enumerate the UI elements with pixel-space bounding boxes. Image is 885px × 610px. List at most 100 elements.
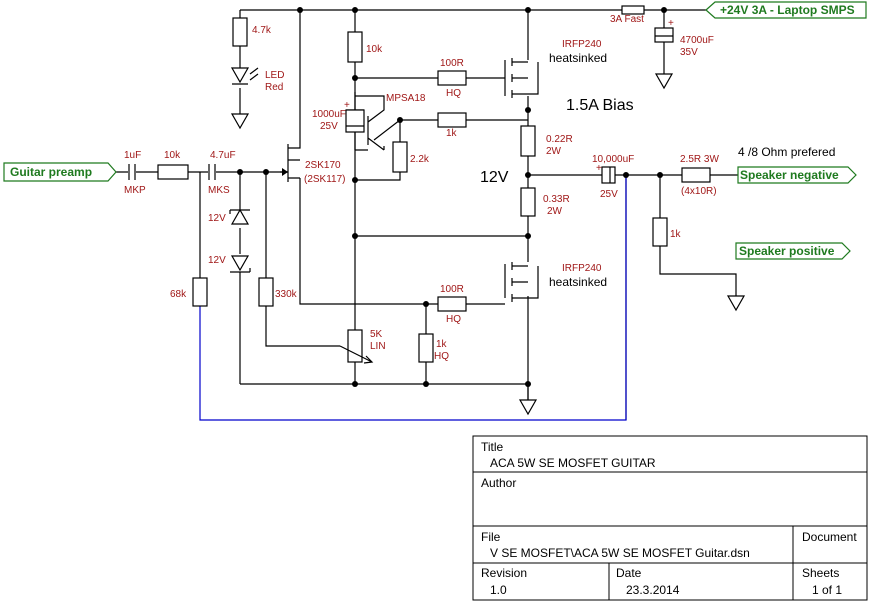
svg-text:Date: Date bbox=[616, 566, 642, 580]
svg-text:HQ: HQ bbox=[434, 351, 449, 362]
resistor-68k bbox=[192, 277, 208, 307]
svg-text:330k: 330k bbox=[275, 289, 298, 300]
port-input: Guitar preamp bbox=[3, 162, 117, 182]
svg-text:(4x10R): (4x10R) bbox=[681, 186, 717, 197]
resistor-0-22r bbox=[520, 125, 536, 157]
svg-text:LED: LED bbox=[265, 70, 284, 81]
svg-text:1k: 1k bbox=[670, 229, 682, 240]
svg-text:100R: 100R bbox=[440, 284, 464, 295]
svg-text:MKS: MKS bbox=[208, 185, 230, 196]
wires bbox=[115, 9, 738, 420]
resistor-2-2k bbox=[392, 141, 408, 173]
capacitors: + + + bbox=[128, 18, 674, 184]
svg-text:4 /8 Ohm prefered: 4 /8 Ohm prefered bbox=[738, 145, 835, 159]
svg-text:12V: 12V bbox=[208, 255, 226, 266]
svg-text:Author: Author bbox=[481, 476, 516, 490]
junction-dots bbox=[237, 7, 667, 387]
svg-text:1k: 1k bbox=[436, 339, 448, 350]
svg-text:Revision: Revision bbox=[481, 566, 527, 580]
port-speaker-negative: Speaker negative bbox=[737, 166, 857, 184]
resistor-2-5r bbox=[681, 167, 711, 183]
cap-4-7uf bbox=[208, 164, 216, 180]
resistor-4-7k bbox=[232, 17, 248, 47]
component-labels: 1uF MKP 10k 4.7uF MKS 12V 12V 68k 330k 2… bbox=[124, 14, 835, 362]
svg-text:Speaker positive: Speaker positive bbox=[739, 244, 835, 258]
svg-text:IRFP240: IRFP240 bbox=[562, 39, 602, 50]
svg-text:25V: 25V bbox=[600, 189, 618, 200]
svg-text:0.33R: 0.33R bbox=[543, 194, 570, 205]
svg-text:10k: 10k bbox=[366, 44, 383, 55]
port-supply: +24V 3A - Laptop SMPS bbox=[705, 1, 867, 19]
svg-text:1.0: 1.0 bbox=[490, 583, 507, 597]
svg-text:Document: Document bbox=[802, 530, 857, 544]
svg-text:1 of 1: 1 of 1 bbox=[812, 583, 842, 597]
svg-text:+: + bbox=[596, 163, 602, 174]
svg-text:+: + bbox=[668, 18, 674, 29]
svg-text:2SK170: 2SK170 bbox=[305, 160, 341, 171]
svg-text:5K: 5K bbox=[370, 329, 383, 340]
mosfet-bottom bbox=[504, 262, 539, 302]
fuse bbox=[621, 5, 645, 15]
resistor-330k bbox=[258, 277, 274, 307]
svg-text:+: + bbox=[344, 100, 350, 111]
resistor-100r-bottom bbox=[437, 296, 467, 312]
resistors bbox=[157, 17, 711, 363]
svg-text:Sheets: Sheets bbox=[802, 566, 839, 580]
ground-symbols bbox=[230, 73, 746, 416]
feedback-wire bbox=[199, 175, 627, 421]
svg-text:Guitar preamp: Guitar preamp bbox=[10, 165, 92, 179]
svg-text:1uF: 1uF bbox=[124, 150, 141, 161]
svg-text:HQ: HQ bbox=[446, 314, 461, 325]
svg-text:2.2k: 2.2k bbox=[410, 154, 430, 165]
svg-text:2W: 2W bbox=[547, 206, 563, 217]
svg-text:MKP: MKP bbox=[124, 185, 146, 196]
svg-text:ACA 5W SE MOSFET GUITAR: ACA 5W SE MOSFET GUITAR bbox=[490, 456, 656, 470]
svg-text:35V: 35V bbox=[680, 47, 698, 58]
resistor-100r-top bbox=[437, 70, 467, 86]
resistor-1k-hq bbox=[418, 333, 434, 363]
svg-text:heatsinked: heatsinked bbox=[549, 51, 607, 65]
svg-text:68k: 68k bbox=[170, 289, 187, 300]
svg-text:4700uF: 4700uF bbox=[680, 35, 714, 46]
potentiometer-5k bbox=[339, 329, 374, 364]
svg-text:(2SK117): (2SK117) bbox=[304, 174, 346, 185]
svg-text:Speaker negative: Speaker negative bbox=[740, 168, 839, 182]
mosfet-top bbox=[504, 58, 539, 98]
port-speaker-positive: Speaker positive bbox=[735, 242, 851, 260]
svg-text:4.7k: 4.7k bbox=[252, 25, 272, 36]
svg-text:10,000uF: 10,000uF bbox=[592, 154, 634, 165]
svg-text:LIN: LIN bbox=[370, 341, 386, 352]
svg-text:heatsinked: heatsinked bbox=[549, 275, 607, 289]
resistor-0-33r bbox=[520, 187, 536, 217]
svg-text:3A Fast: 3A Fast bbox=[610, 14, 644, 25]
resistor-10k-top bbox=[347, 31, 363, 63]
svg-text:23.3.2014: 23.3.2014 bbox=[626, 583, 680, 597]
svg-text:File: File bbox=[481, 530, 501, 544]
diodes bbox=[229, 67, 259, 273]
svg-text:IRFP240: IRFP240 bbox=[562, 263, 602, 274]
resistor-1k-mid bbox=[437, 112, 467, 128]
svg-text:2.5R 3W: 2.5R 3W bbox=[680, 154, 719, 165]
resistor-10k-in bbox=[157, 164, 189, 180]
svg-text:100R: 100R bbox=[440, 58, 464, 69]
resistor-1k-out bbox=[652, 217, 668, 247]
svg-text:Title: Title bbox=[481, 440, 504, 454]
svg-text:1.5A Bias: 1.5A Bias bbox=[566, 97, 634, 114]
jfet bbox=[280, 144, 300, 182]
svg-text:12V: 12V bbox=[208, 213, 226, 224]
svg-text:1k: 1k bbox=[446, 128, 458, 139]
svg-text:Red: Red bbox=[265, 82, 283, 93]
svg-text:0.22R: 0.22R bbox=[546, 134, 573, 145]
svg-text:+24V 3A - Laptop SMPS: +24V 3A - Laptop SMPS bbox=[720, 3, 855, 17]
svg-text:V SE MOSFET\ACA 5W SE MOSFET G: V SE MOSFET\ACA 5W SE MOSFET Guitar.dsn bbox=[490, 546, 750, 560]
svg-text:4.7uF: 4.7uF bbox=[210, 150, 236, 161]
svg-text:25V: 25V bbox=[320, 121, 338, 132]
svg-text:10k: 10k bbox=[164, 150, 181, 161]
title-block: Title ACA 5W SE MOSFET GUITAR Author Fil… bbox=[472, 435, 868, 601]
svg-text:1000uF: 1000uF bbox=[312, 109, 346, 120]
svg-text:2W: 2W bbox=[546, 146, 562, 157]
svg-text:HQ: HQ bbox=[446, 88, 461, 99]
svg-text:MPSA18: MPSA18 bbox=[386, 93, 426, 104]
svg-text:12V: 12V bbox=[480, 169, 509, 186]
